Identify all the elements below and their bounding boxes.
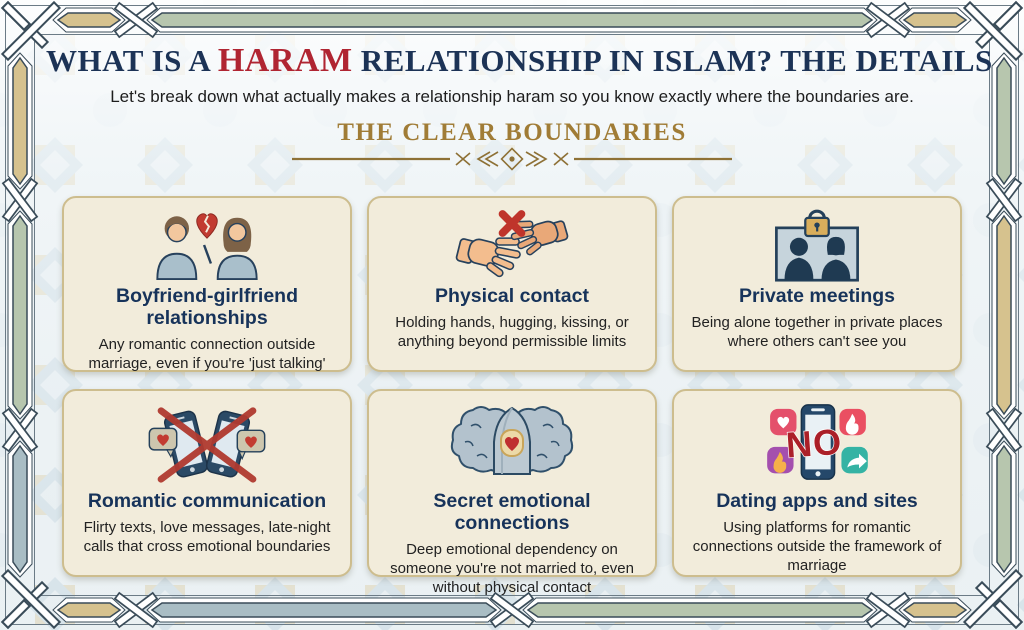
card-description: Being alone together in private places w… [691, 313, 943, 351]
card-title: Boyfriend-girlfriend relationships [115, 285, 298, 329]
crossed-phones-hearts-icon [148, 407, 266, 483]
brain-heart-hijab-icon [450, 406, 574, 475]
card-title: Romantic communication [87, 490, 327, 512]
card-romantic-communication: Romantic communication Flirty texts, lov… [62, 389, 352, 577]
title-suffix: RELATIONSHIP IN ISLAM? THE DETAILS [352, 43, 993, 78]
dating-apps-no-icon: NO [767, 404, 868, 480]
section-heading: THE CLEAR BOUNDARIES [337, 119, 687, 146]
card-title: Physical contact [435, 285, 589, 307]
card-secret-emotional: Secret emotional connections Deep emotio… [367, 389, 657, 596]
card-physical-contact: Physical contact Holding hands, hugging,… [367, 196, 657, 372]
page-title: WHAT IS A HARAM RELATIONSHIP IN ISLAM? T… [46, 42, 992, 80]
card-description: Using platforms for romantic connections… [692, 518, 942, 575]
card-boyfriend-girlfriend: Boyfriend-girlfriend relationships Any r… [62, 196, 352, 372]
card-description: Deep emotional dependency on someone you… [390, 540, 634, 597]
card-description: Any romantic connection outside marriage… [88, 335, 326, 372]
title-highlight-haram: HARAM [217, 42, 353, 79]
locked-private-meeting-icon [775, 209, 859, 282]
header: WHAT IS A HARAM RELATIONSHIP IN ISLAM? T… [46, 42, 992, 171]
boundaries-card-grid: Boyfriend-girlfriend relationships Any r… [62, 196, 962, 596]
card-title: Secret emotional connections [433, 490, 591, 534]
card-private-meetings: Private meetings Being alone together in… [672, 196, 962, 372]
couple-broken-heart-icon [156, 213, 258, 281]
card-description: Holding hands, hugging, kissing, or anyt… [395, 313, 629, 351]
no-badge: NO [785, 421, 844, 466]
title-prefix: WHAT IS A [46, 43, 218, 78]
card-dating-apps: NO Dating apps and sites Using platforms… [672, 389, 962, 577]
ornamental-divider [292, 147, 732, 171]
card-title: Private meetings [738, 285, 896, 307]
card-title: Dating apps and sites [716, 490, 918, 512]
card-description: Flirty texts, love messages, late-night … [83, 518, 331, 556]
no-handshake-icon [455, 210, 569, 278]
page-subtitle: Let's break down what actually makes a r… [110, 87, 914, 106]
